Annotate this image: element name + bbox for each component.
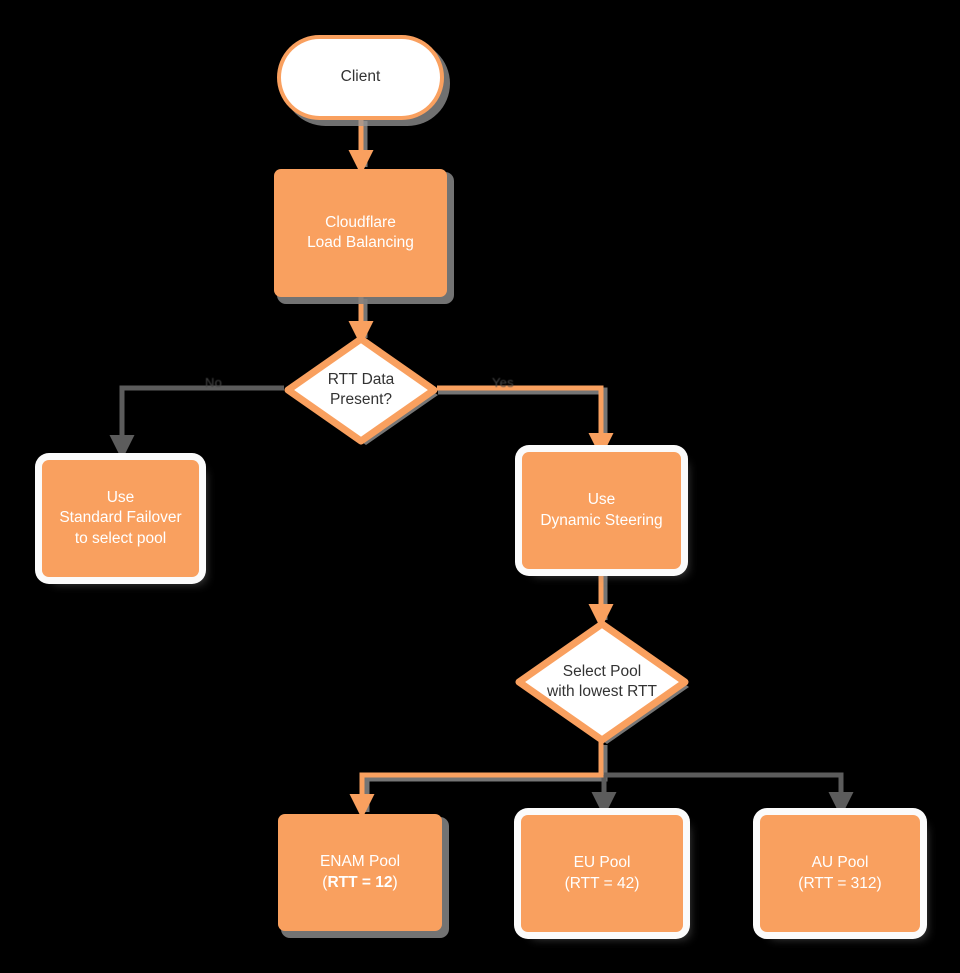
node-client-label: Client xyxy=(340,68,381,86)
edge-label-no: No xyxy=(205,375,223,390)
node-rtt-decision[interactable]: RTT Data Present? xyxy=(281,332,441,448)
node-load-balancing[interactable]: Cloudflare Load Balancing xyxy=(274,169,447,297)
node-au-pool-line1: AU Pool xyxy=(811,854,869,872)
select-pool-shape xyxy=(515,620,689,744)
node-standard-failover-label: Use Standard Failover to select pool xyxy=(59,488,182,547)
edge-select-to-enam xyxy=(349,742,604,819)
node-enam-pool-paren-close: ) xyxy=(392,873,398,891)
node-au-pool-line2: (RTT = 312) xyxy=(798,874,882,892)
edge-label-yes: Yes xyxy=(492,375,514,390)
node-standard-failover[interactable]: Use Standard Failover to select pool xyxy=(42,460,199,577)
node-load-balancing-label: Cloudflare Load Balancing xyxy=(307,213,414,251)
node-client[interactable]: Client xyxy=(277,35,444,120)
edge-decision-yes xyxy=(437,385,614,458)
node-enam-pool-rtt: RTT = 12 xyxy=(327,873,393,891)
node-enam-pool[interactable]: ENAM Pool (RTT = 12) xyxy=(278,814,442,931)
node-select-pool[interactable]: Select Pool with lowest RTT xyxy=(512,617,692,747)
node-enam-pool-paren-open: ( xyxy=(322,873,328,891)
edge-select-to-au xyxy=(604,772,854,817)
node-eu-pool-line2: (RTT = 42) xyxy=(564,874,640,892)
node-eu-pool-line1: EU Pool xyxy=(573,854,631,872)
rtt-decision-shape xyxy=(284,335,438,445)
node-dynamic-steering-label: Use Dynamic Steering xyxy=(540,491,663,529)
node-enam-pool-line2: (RTT = 12) xyxy=(322,873,397,893)
node-enam-pool-line1: ENAM Pool xyxy=(319,853,401,871)
node-au-pool[interactable]: AU Pool (RTT = 312) xyxy=(760,815,920,932)
edge-decision-no xyxy=(109,385,284,460)
node-dynamic-steering[interactable]: Use Dynamic Steering xyxy=(522,452,681,569)
node-eu-pool[interactable]: EU Pool (RTT = 42) xyxy=(521,815,683,932)
